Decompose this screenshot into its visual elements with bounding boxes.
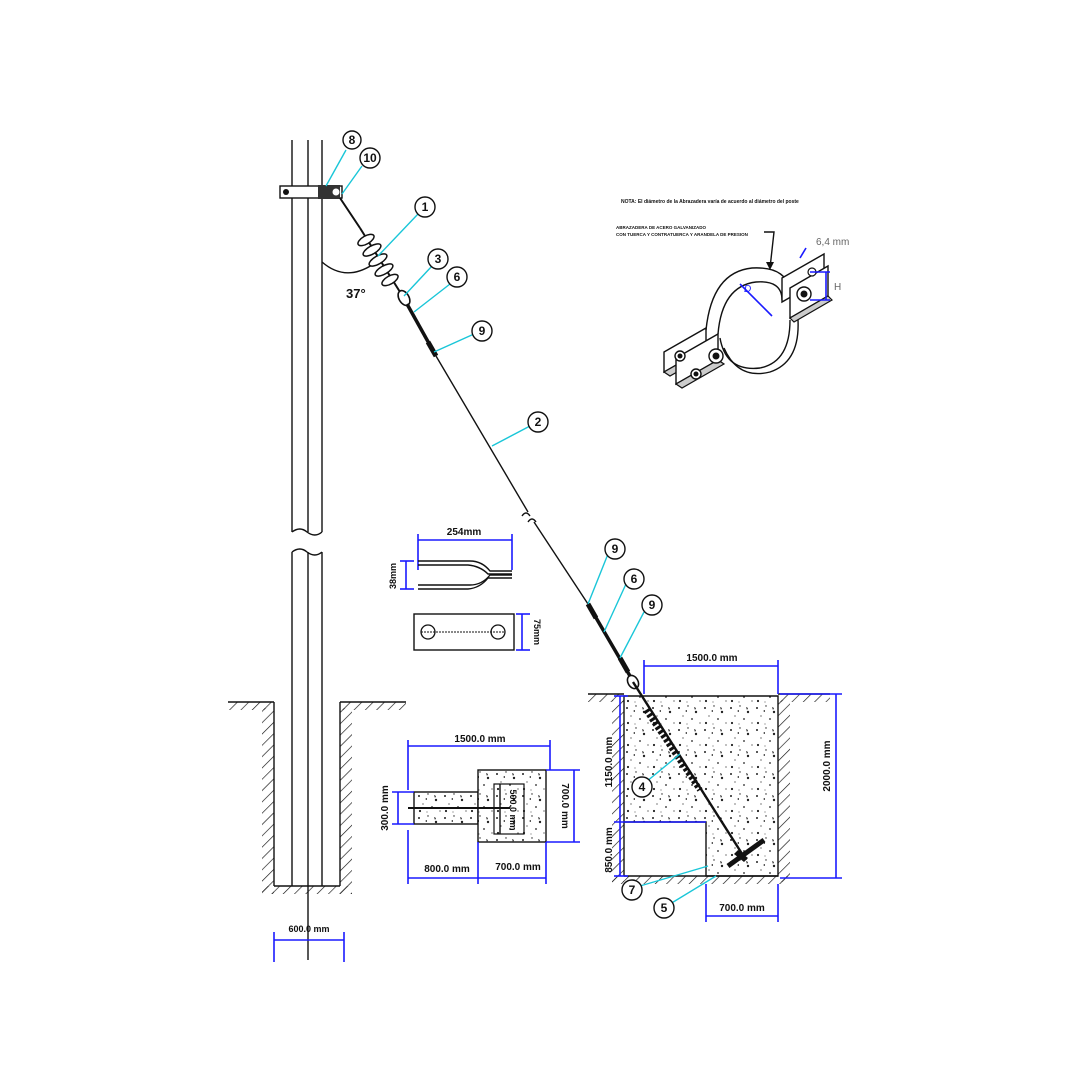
callout-10: 10	[359, 147, 381, 169]
svg-text:9: 9	[612, 542, 619, 556]
clamp-line-2: CON TUERCA Y CONTRATUERCA Y ARANDELA DE …	[616, 232, 748, 237]
anchor-total-depth-label: 2000.0 mm	[822, 740, 833, 791]
anchor-dimensions: 1500.0 mm 1150.0 mm 850.0 mm 2000.0 mm 7…	[604, 653, 842, 922]
clamp-diameter-label: D	[744, 284, 751, 295]
anchor-bottom-width-label: 700.0 mm	[719, 903, 765, 914]
callout-5: 5	[653, 897, 675, 919]
anchor-top-width-label: 1500.0 mm	[686, 653, 737, 664]
callout-9-middle: 9	[604, 538, 626, 560]
anchor-depth-lower-label: 850.0 mm	[604, 827, 615, 873]
guy-insulator	[357, 227, 401, 293]
callout-8: 8	[342, 130, 362, 150]
callout-6-lower: 6	[623, 568, 645, 590]
callout-2: 2	[527, 411, 549, 433]
clamp-detail: NOTA: El diámetro de la Abrazadera varía…	[616, 199, 849, 389]
callout-9-lower: 9	[641, 594, 663, 616]
svg-text:9: 9	[479, 324, 486, 338]
plan-inner-label: 500.0 mm	[508, 789, 518, 830]
anchor-block	[588, 681, 830, 884]
plan-left-width-label: 800.0 mm	[424, 864, 470, 875]
grip-length-label: 254mm	[447, 527, 482, 538]
anchor-plate-detail: 75mm	[413, 613, 542, 651]
callout-1: 1	[414, 196, 436, 218]
guy-angle: 37°	[321, 261, 373, 301]
plan-right-width-label: 700.0 mm	[495, 862, 541, 873]
svg-text:6: 6	[454, 270, 461, 284]
leader-lines	[325, 149, 717, 905]
plan-total-width-label: 1500.0 mm	[454, 734, 505, 745]
pole-pit-width-label: 600.0 mm	[288, 924, 329, 934]
clamp-line-1: ABRAZADERA DE ACERO GALVANIZADO	[616, 225, 706, 230]
svg-text:5: 5	[661, 901, 668, 915]
plate-width-label: 75mm	[532, 619, 542, 645]
callout-4: 4	[631, 776, 653, 798]
angle-label: 37°	[346, 286, 366, 301]
svg-text:7: 7	[629, 883, 636, 897]
svg-text:9: 9	[649, 598, 656, 612]
plan-right-height-label: 700.0 mm	[559, 783, 570, 829]
note-title: NOTA: El diámetro de la Abrazadera varía…	[621, 199, 799, 205]
grip-width-label: 38mm	[388, 563, 398, 589]
svg-text:4: 4	[639, 780, 646, 794]
svg-text:2: 2	[535, 415, 542, 429]
clamp-height-label: H	[834, 282, 841, 293]
svg-text:1: 1	[422, 200, 429, 214]
pole	[291, 140, 323, 960]
anchor-depth-upper-label: 1150.0 mm	[604, 737, 615, 788]
callout-7: 7	[621, 879, 643, 901]
pole-pit	[228, 701, 406, 894]
plan-left-height-label: 300.0 mm	[380, 785, 391, 831]
preformed-grip-detail: 254mm 38mm	[388, 527, 513, 590]
svg-text:6: 6	[631, 572, 638, 586]
svg-text:10: 10	[363, 151, 377, 165]
callout-6-upper: 6	[446, 266, 468, 288]
pole-pit-dimension: 600.0 mm	[273, 924, 345, 962]
pole-clamp	[279, 185, 343, 199]
svg-text:8: 8	[349, 133, 356, 147]
clamp-thickness-label: 6,4 mm	[816, 237, 849, 248]
callout-9-upper: 9	[471, 320, 493, 342]
callout-3: 3	[427, 248, 449, 270]
plan-view: 1500.0 mm 500.0 mm 300.0 mm 700.0 mm 800…	[380, 734, 580, 884]
svg-text:3: 3	[435, 252, 442, 266]
